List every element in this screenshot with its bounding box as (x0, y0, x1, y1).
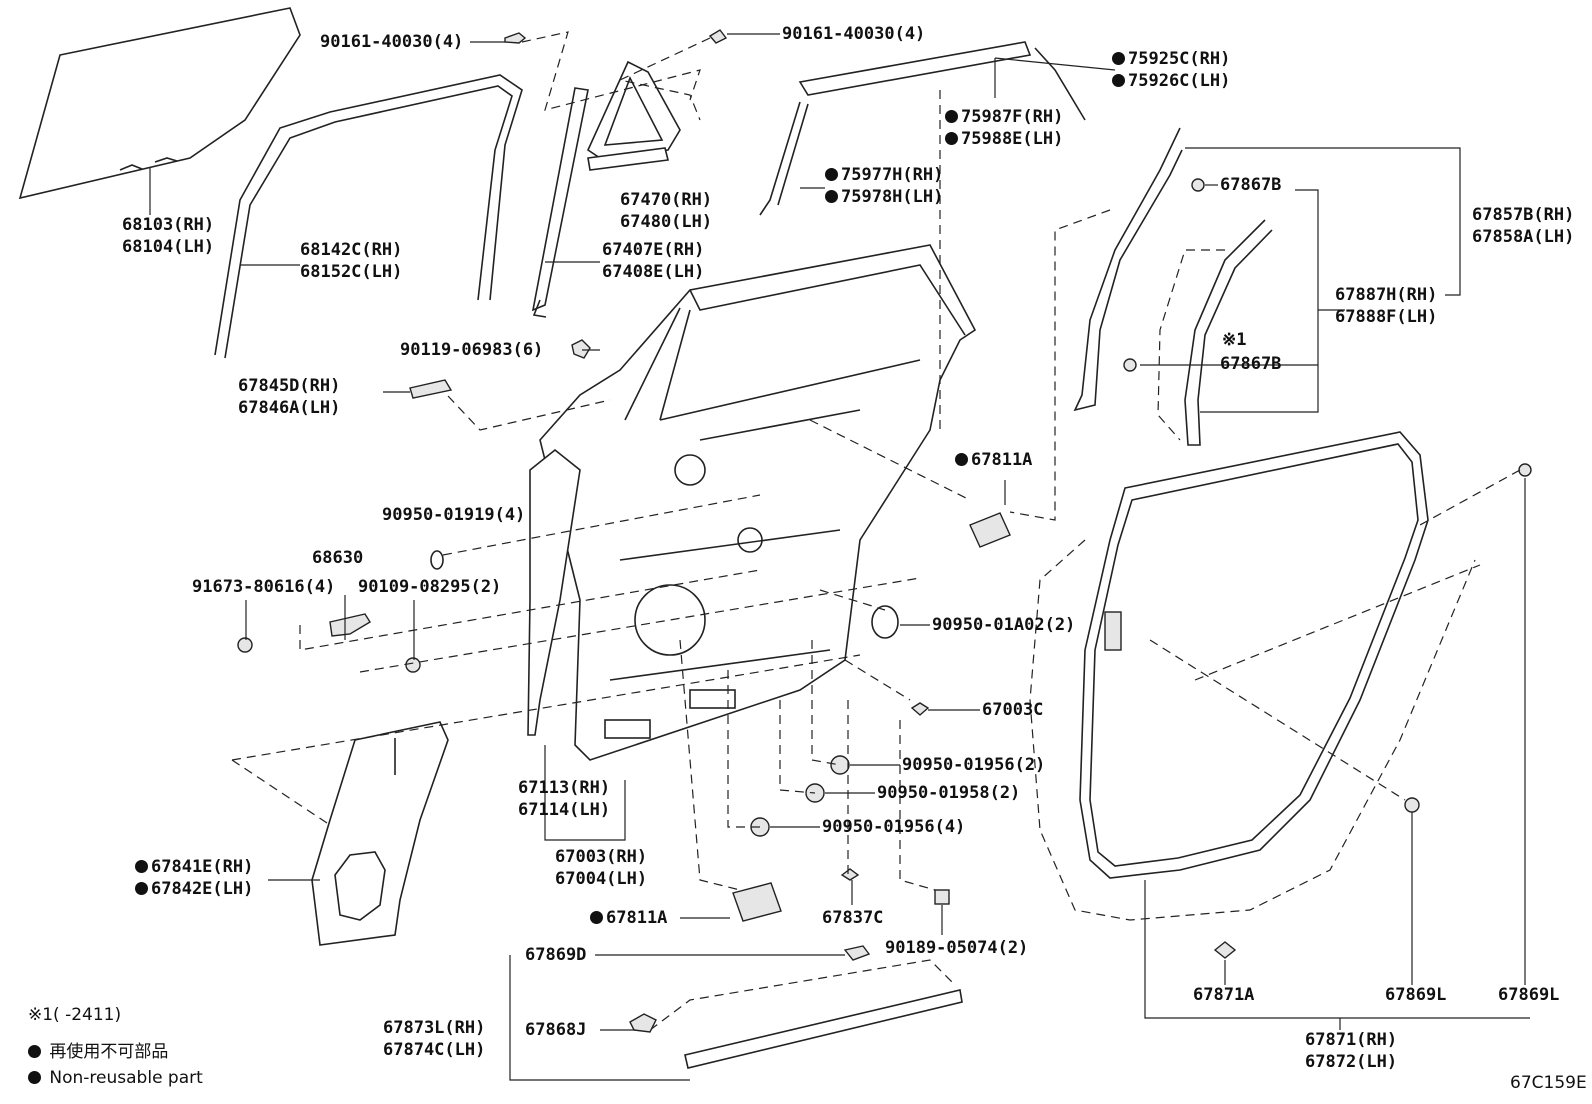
part-label-67407e: 67407E(RH) (602, 240, 705, 260)
text: 75988E(LH) (961, 129, 1064, 149)
part-label-67842e: 67842E(LH) (135, 879, 253, 900)
non-reusable-dot (825, 190, 838, 203)
part-label-90119-06983: 90119-06983(6) (400, 340, 544, 360)
door-glass-part (18, 7, 301, 200)
part-label-68142c: 68142C(RH) (300, 240, 403, 260)
text: 75987F(RH) (961, 107, 1064, 127)
part-label-67869d: 67869D (525, 945, 587, 965)
part-label-67869l-left: 67869L (1385, 985, 1447, 1005)
belt-moulding-part (649, 959, 963, 1069)
part-label-67869l-right: 67869L (1498, 985, 1560, 1005)
diagram-code: 67C159E (1510, 1073, 1587, 1093)
text: 75978H(LH) (841, 187, 944, 207)
part-label-67888f: 67888F(LH) (1335, 307, 1438, 327)
part-label-67846a: 67846A(LH) (238, 398, 341, 418)
legend-range-note: ※1( -2411) (28, 1005, 122, 1025)
part-label-90109-08295: 90109-08295(2) (358, 577, 502, 597)
part-label-67868j: 67868J (525, 1020, 587, 1040)
part-label-67874c: 67874C(LH) (383, 1040, 486, 1060)
part-label-67408e: 67408E(LH) (602, 262, 705, 282)
leader-lines (149, 33, 1530, 1081)
non-reusable-dot (945, 132, 958, 145)
non-reusable-dot (825, 168, 838, 181)
part-label-68104: 68104(LH) (122, 237, 215, 257)
part-label-90950-01956-4: 90950-01956(4) (822, 817, 966, 837)
part-label-67841e: 67841E(RH) (135, 857, 253, 878)
part-label-67004: 67004(LH) (555, 869, 648, 889)
non-reusable-dot (945, 110, 958, 123)
moulding-parts (759, 41, 1086, 216)
part-label-67867b-top: 67867B (1220, 175, 1282, 195)
part-label-90161-40030-right: 90161-40030(4) (782, 24, 926, 44)
hole-cover-part (311, 721, 449, 946)
non-reusable-dot (135, 860, 148, 873)
non-reusable-dot (955, 453, 968, 466)
text: 67811A (971, 450, 1033, 470)
part-label-75926c: 75926C(LH) (1112, 71, 1230, 92)
division-bar-part (531, 87, 589, 318)
part-label-67470: 67470(RH) (620, 190, 713, 210)
part-label-67113: 67113(RH) (518, 778, 611, 798)
part-label-75978h: 75978H(LH) (825, 187, 943, 208)
non-reusable-dot (1112, 74, 1125, 87)
part-label-90950-01956-2: 90950-01956(2) (902, 755, 1046, 775)
part-label-68103: 68103(RH) (122, 215, 215, 235)
part-label-67003: 67003(RH) (555, 847, 648, 867)
door-panel-part (527, 244, 977, 761)
part-label-75988e: 75988E(LH) (945, 129, 1063, 150)
part-label-90950-01919: 90950-01919(4) (382, 505, 526, 525)
part-label-67857b: 67857B(RH) (1472, 205, 1575, 225)
legend-non-reusable-en: Non-reusable part (28, 1068, 203, 1089)
assembly-dashes (231, 31, 1521, 891)
quarter-window-part (586, 60, 681, 171)
part-label-75925c: 75925C(RH) (1112, 49, 1230, 70)
text: 75926C(LH) (1128, 71, 1231, 91)
text: 75925C(RH) (1128, 49, 1231, 69)
text: Non-reusable part (49, 1068, 203, 1088)
non-reusable-dot (135, 882, 148, 895)
part-label-67845d: 67845D(RH) (238, 376, 341, 396)
part-label-67887h: 67887H(RH) (1335, 285, 1438, 305)
part-label-67858a: 67858A(LH) (1472, 227, 1575, 247)
part-label-75987f: 75987F(RH) (945, 107, 1063, 128)
part-label-67872: 67872(LH) (1305, 1052, 1398, 1072)
part-label-67873l: 67873L(RH) (383, 1018, 486, 1038)
legend-dot (28, 1045, 41, 1058)
part-label-90950-01958: 90950-01958(2) (877, 783, 1021, 803)
part-label-67811a-top: 67811A (955, 450, 1032, 471)
part-label-67867b-bottom: 67867B (1220, 354, 1282, 374)
part-label-75977h: 75977H(RH) (825, 165, 943, 186)
non-reusable-dot (590, 911, 603, 924)
footnote-marker: ※1 (1222, 330, 1247, 350)
part-label-67837c: 67837C (822, 908, 884, 928)
text: 67841E(RH) (151, 857, 254, 877)
part-label-67871a: 67871A (1193, 985, 1255, 1005)
text: 再使用不可部品 (49, 1042, 169, 1062)
pillar-garnish-parts (1073, 127, 1273, 446)
small-part-glyphs (237, 29, 1532, 1033)
text: 75977H(RH) (841, 165, 944, 185)
part-label-67811a-bottom: 67811A (590, 908, 667, 929)
glass-run-part (214, 74, 523, 359)
part-label-90950-01a02: 90950-01A02(2) (932, 615, 1076, 635)
part-label-67003c: 67003C (982, 700, 1044, 720)
part-label-90161-40030-left: 90161-40030(4) (320, 32, 464, 52)
text: 67842E(LH) (151, 879, 254, 899)
door-weatherstrip-part (1029, 431, 1476, 921)
part-label-67114: 67114(LH) (518, 800, 611, 820)
text: 67811A (606, 908, 668, 928)
non-reusable-dot (1112, 52, 1125, 65)
legend-non-reusable-ja: 再使用不可部品 (28, 1042, 168, 1063)
part-label-90189-05074: 90189-05074(2) (885, 938, 1029, 958)
part-label-68152c: 68152C(LH) (300, 262, 403, 282)
legend-dot (28, 1071, 41, 1084)
part-label-91673-80616: 91673-80616(4) (192, 577, 336, 597)
part-label-68630: 68630 (312, 548, 364, 568)
part-label-67871: 67871(RH) (1305, 1030, 1398, 1050)
part-label-67480: 67480(LH) (620, 212, 713, 232)
